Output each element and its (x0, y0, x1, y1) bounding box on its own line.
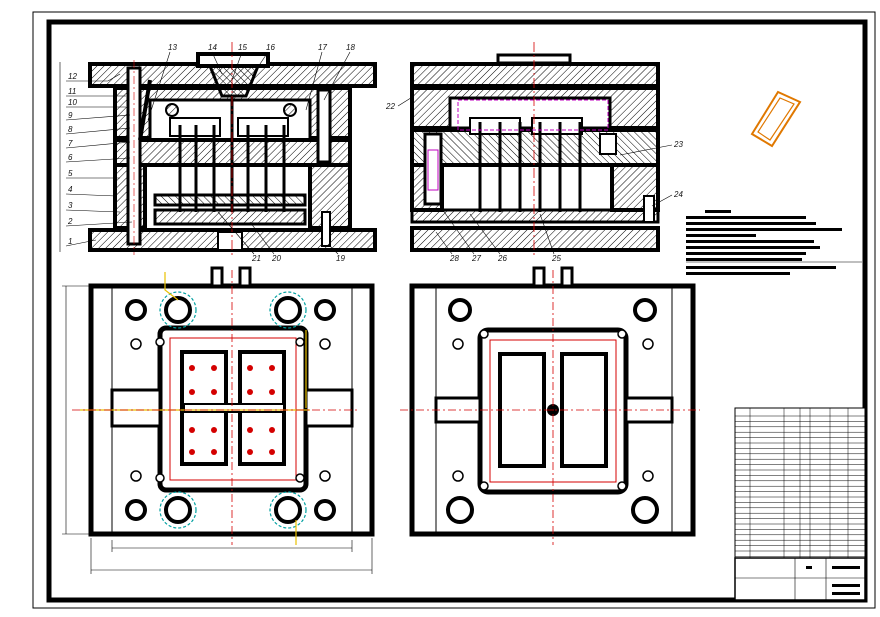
outer-border (32, 11, 876, 609)
technical-notes (686, 210, 862, 275)
svg-text:4: 4 (68, 185, 73, 194)
svg-text:22: 22 (385, 102, 395, 111)
svg-text:18: 18 (346, 43, 355, 52)
callouts-left: 12 11 10 9 8 7 6 5 4 3 2 1 (59, 62, 133, 252)
svg-text:1: 1 (68, 237, 72, 246)
svg-text:13: 13 (168, 43, 177, 52)
svg-text:11: 11 (68, 87, 76, 96)
parts-list-table (734, 407, 866, 559)
svg-text:7: 7 (68, 139, 73, 148)
svg-text:21: 21 (251, 254, 261, 263)
svg-text:5: 5 (68, 169, 73, 178)
svg-text:2: 2 (67, 217, 73, 226)
svg-text:19: 19 (336, 254, 345, 263)
svg-text:8: 8 (68, 125, 73, 134)
part-isometric-icon (750, 90, 802, 148)
svg-text:28: 28 (449, 254, 459, 263)
svg-text:12: 12 (68, 72, 77, 81)
title-block (734, 557, 866, 601)
moving-half-plan-view (62, 266, 375, 574)
svg-text:24: 24 (673, 190, 683, 199)
svg-text:14: 14 (208, 43, 217, 52)
fixed-half-plan-view (400, 266, 700, 545)
svg-text:27: 27 (471, 254, 481, 263)
svg-text:20: 20 (271, 254, 281, 263)
inner-border (46, 19, 868, 603)
svg-text:15: 15 (238, 43, 247, 52)
callouts-bottom-left: 21 20 19 (217, 211, 345, 263)
front-section-view (88, 42, 377, 258)
svg-text:26: 26 (497, 254, 507, 263)
callouts-top: 13 14 15 16 17 18 (147, 43, 355, 121)
svg-text:25: 25 (551, 254, 561, 263)
svg-text:23: 23 (673, 140, 683, 149)
svg-text:9: 9 (68, 111, 73, 120)
svg-text:6: 6 (68, 153, 73, 162)
svg-text:17: 17 (318, 43, 327, 52)
svg-text:16: 16 (266, 43, 275, 52)
side-section-view (410, 42, 660, 258)
svg-text:3: 3 (68, 201, 73, 210)
callouts-right-view: 22 23 24 25 26 27 28 (385, 95, 683, 263)
svg-text:10: 10 (68, 98, 77, 107)
